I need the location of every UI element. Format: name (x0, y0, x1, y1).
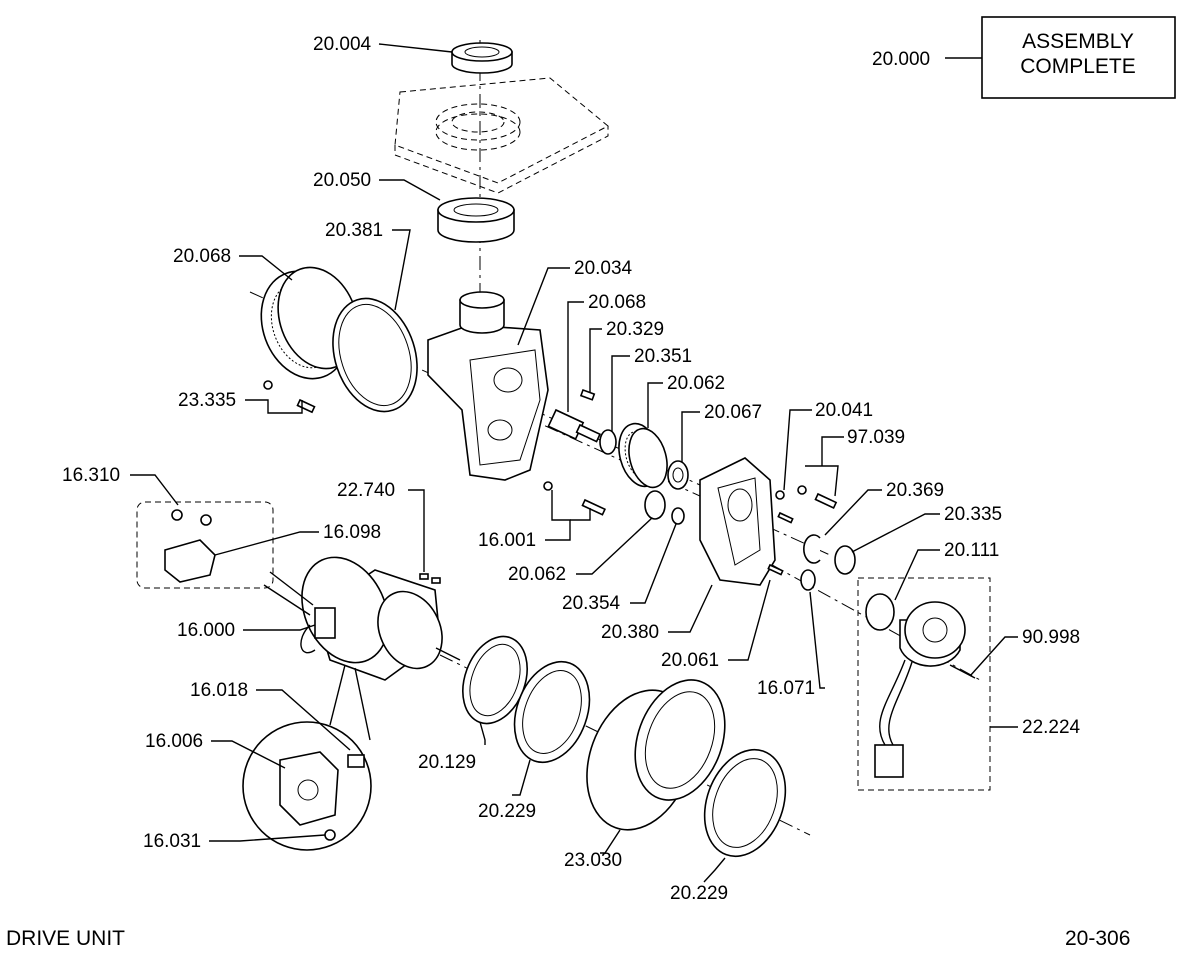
gear-housing-20-034 (427, 291, 549, 481)
callout-label: 20.381 (325, 220, 383, 241)
o-ring-20-335 (834, 545, 856, 575)
callout-label: 20.129 (418, 752, 476, 773)
callout-label: 20.062 (508, 564, 566, 585)
callout-label: 20.329 (606, 319, 664, 340)
pinion-20-062-lower (644, 490, 666, 520)
pin-20-061 (767, 563, 784, 576)
callout-label: 20.004 (313, 34, 372, 55)
callout-label: 16.098 (323, 522, 381, 543)
mounting-plate-dashed (394, 77, 609, 194)
callout-label: 20.041 (815, 400, 873, 421)
callout-label: 20.050 (313, 170, 371, 191)
callout-label: 20.034 (574, 258, 633, 279)
callout-label: 20.068 (588, 292, 646, 313)
callout-labels: 20.004 20.050 20.381 20.068 20.034 20.06… (62, 34, 1081, 904)
callout-label: 20.369 (886, 480, 944, 501)
brush-16-018 (347, 754, 365, 768)
callout-label: 90.998 (1022, 627, 1080, 648)
footer-page-number: 20-306 (1065, 927, 1130, 950)
callout-label: 22.224 (1022, 717, 1081, 738)
callout-label: 16.018 (190, 680, 248, 701)
assembly-line-2: COMPLETE (1020, 55, 1136, 78)
assembly-line-1: ASSEMBLY (1022, 30, 1134, 53)
cover-plate-20-380 (699, 457, 776, 586)
bracket-16-098 (164, 509, 216, 583)
gasket-20-381 (332, 297, 418, 413)
washer-20-354 (671, 507, 685, 525)
callout-label: 23.335 (178, 390, 236, 411)
wheel-23-030 (586, 679, 726, 831)
callout-label: 20.061 (661, 650, 719, 671)
callout-label: 22.740 (337, 480, 395, 501)
callout-label: 20.380 (601, 622, 659, 643)
callout-label: 23.030 (564, 850, 622, 871)
callout-label: 20.229 (478, 801, 536, 822)
callout-label: 20.229 (670, 883, 728, 904)
o-ring-16-071 (800, 569, 816, 591)
gear-20-062 (618, 422, 668, 489)
callout-label: 20.068 (173, 246, 231, 267)
leader-lines (130, 43, 1018, 883)
callout-label: 16.000 (177, 620, 235, 641)
screws-97-039 (797, 485, 807, 495)
ring-20-229-upper (513, 660, 591, 764)
screws-23-335 (263, 380, 316, 414)
callout-label: 20.351 (634, 346, 692, 367)
key-20-329 (579, 388, 596, 401)
callout-label: 20.354 (562, 593, 621, 614)
washer-20-351 (599, 429, 617, 455)
assembly-box (981, 16, 1176, 99)
bearing-20-050 (437, 197, 515, 243)
callout-label: 16.006 (145, 731, 203, 752)
screws-16-001 (543, 481, 607, 516)
callout-label: 16.001 (478, 530, 536, 551)
pin-90-998 (949, 664, 976, 679)
callout-label: 16.310 (62, 465, 120, 486)
callout-assembly-number: 20.000 (872, 49, 930, 70)
encoder-20-111 (865, 593, 966, 778)
pin-20-041 (775, 490, 785, 500)
callout-label: 16.031 (143, 831, 201, 852)
callout-label: 20.111 (944, 540, 999, 561)
pinion-20-068 (547, 408, 602, 443)
callout-label: 20.067 (704, 402, 762, 423)
brush-holder-16-006 (279, 751, 365, 841)
motor-16-000 (300, 556, 461, 681)
part-drawings (136, 40, 991, 858)
bracket-kit-box (136, 501, 274, 589)
encoder-kit-box (857, 577, 991, 791)
spring-16-031 (324, 829, 336, 841)
callout-label: 20.062 (667, 373, 725, 394)
footer-title: DRIVE UNIT (6, 927, 125, 950)
bearing-20-004 (451, 42, 513, 74)
callout-label: 20.335 (944, 504, 1002, 525)
bearing-20-067 (667, 460, 689, 490)
callout-label: 16.071 (757, 678, 815, 699)
circlip-20-369 (803, 534, 821, 564)
callout-label: 97.039 (847, 427, 905, 448)
